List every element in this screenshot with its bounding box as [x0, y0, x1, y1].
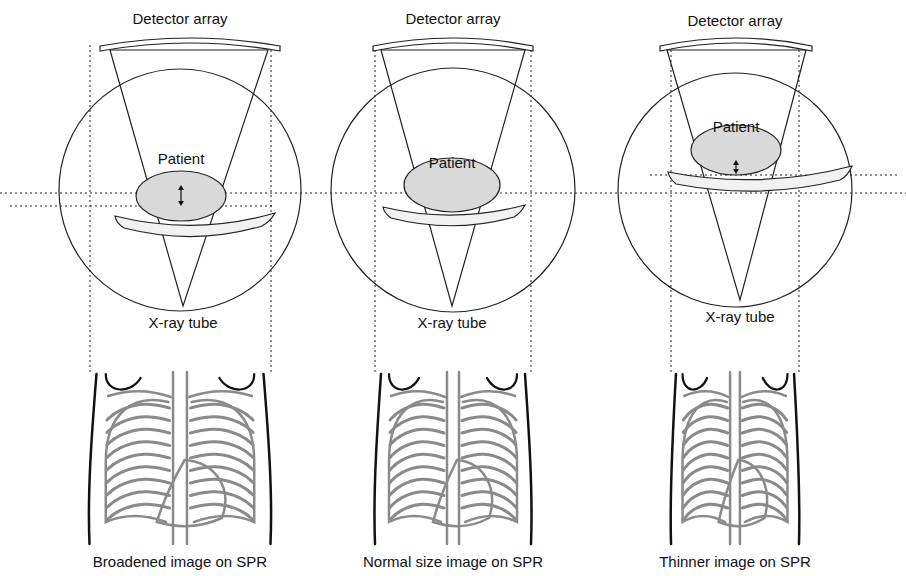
chest-stroke	[264, 374, 272, 544]
chest-stroke	[461, 391, 515, 397]
chest-sketch	[89, 372, 271, 544]
chest-stroke	[794, 374, 799, 544]
reference-lines	[0, 45, 906, 372]
chest-stroke	[189, 391, 252, 397]
tube-label: X-ray tube	[148, 314, 217, 332]
chest-stroke	[763, 374, 788, 390]
chest-stroke	[391, 391, 445, 397]
chest-stroke	[719, 460, 767, 526]
offset-arrow	[180, 188, 181, 203]
chest-stroke	[108, 391, 171, 397]
chest-stroke	[729, 372, 732, 544]
patient-label: Patient	[403, 154, 501, 172]
chest-stroke	[106, 374, 141, 390]
tube-label: X-ray tube	[417, 314, 486, 332]
arrow-head	[178, 201, 184, 206]
chest-stroke	[186, 372, 189, 544]
patient-ellipse: Patient	[135, 150, 227, 222]
chest-stroke	[89, 374, 97, 544]
image-caption: Normal size image on SPR	[363, 553, 543, 571]
arrow-head	[733, 169, 739, 174]
chest-radiograph-sketches	[89, 372, 799, 544]
chest-stroke	[389, 400, 443, 522]
chest-stroke	[683, 374, 708, 390]
patient-label: Patient	[690, 118, 782, 136]
image-caption: Thinner image on SPR	[659, 553, 811, 571]
tube-label: X-ray tube	[705, 308, 774, 326]
chest-stroke	[172, 372, 175, 544]
detector-label: Detector array	[132, 10, 227, 28]
chest-stroke	[374, 374, 381, 544]
patient-label: Patient	[135, 150, 227, 168]
detector-arrays	[100, 38, 812, 51]
chest-stroke	[433, 460, 492, 526]
arrow-head	[733, 160, 739, 165]
chest-sketch	[671, 372, 800, 544]
chest-stroke	[458, 372, 461, 544]
chest-stroke	[389, 374, 419, 390]
chest-stroke	[463, 400, 517, 522]
chest-stroke	[683, 400, 727, 522]
patient-ellipse-shape	[136, 171, 226, 221]
chest-stroke	[671, 374, 676, 544]
chest-stroke	[743, 400, 787, 522]
arrow-head	[178, 185, 184, 190]
chest-stroke	[219, 374, 254, 390]
chest-stroke	[446, 372, 449, 544]
image-caption: Broadened image on SPR	[93, 553, 267, 571]
patient-ellipse: Patient	[403, 154, 501, 213]
chest-stroke	[157, 460, 225, 526]
chest-stroke	[742, 391, 786, 397]
chest-stroke	[739, 372, 742, 544]
chest-sketch	[374, 372, 531, 544]
detector-label: Detector array	[405, 10, 500, 28]
chest-stroke	[525, 374, 532, 544]
chest-stroke	[487, 374, 517, 390]
patient-ellipse: Patient	[690, 118, 782, 176]
chest-stroke	[684, 391, 728, 397]
detector-label: Detector array	[687, 12, 782, 30]
